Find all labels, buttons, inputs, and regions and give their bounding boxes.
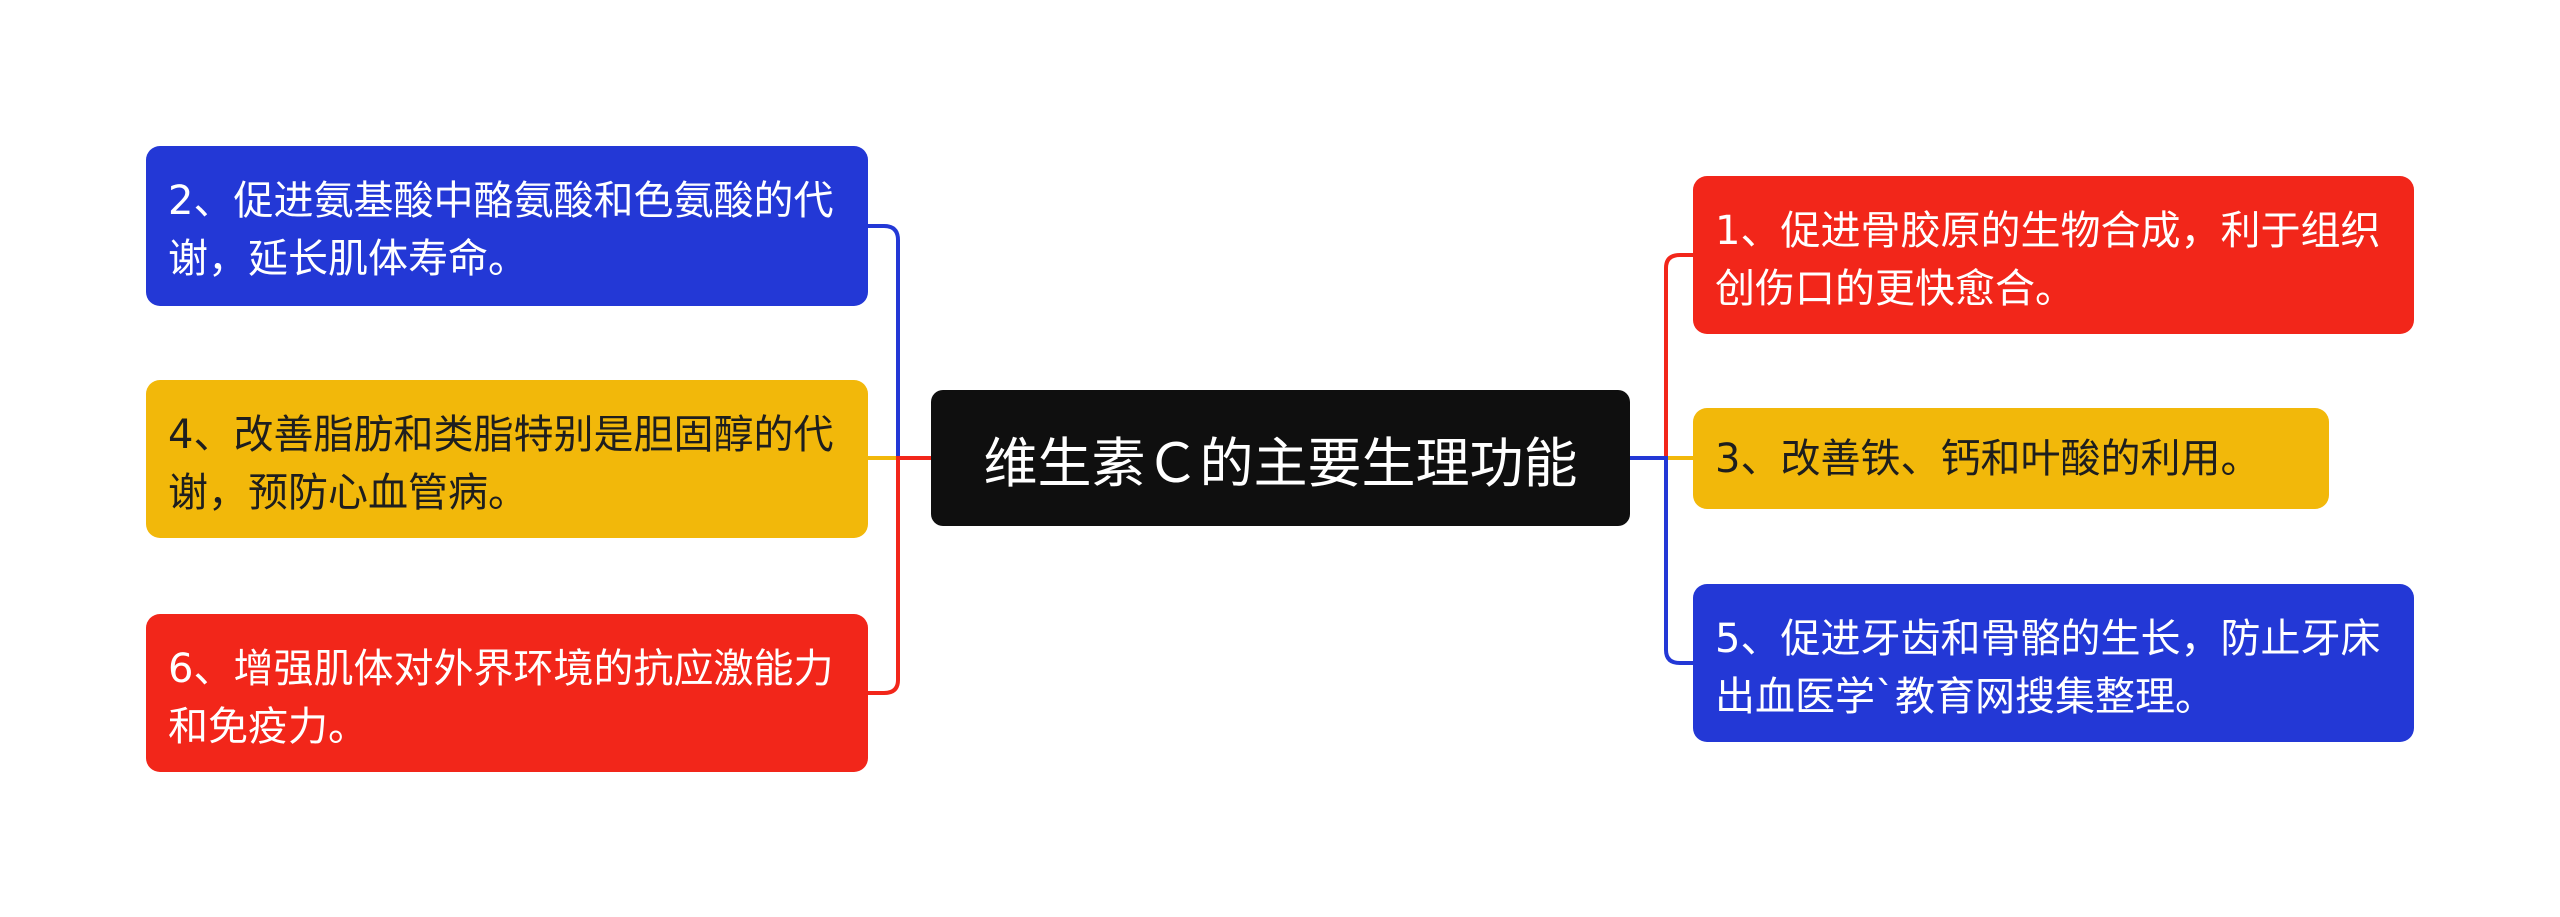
topic-node-6[interactable]: 6、增强肌体对外界环境的抗应激能力和免疫力。 — [146, 614, 868, 772]
topic-node-5[interactable]: 5、促进牙齿和骨骼的生长，防止牙床出血医学`教育网搜集整理。 — [1693, 584, 2414, 742]
connector-n1 — [1630, 253, 1693, 460]
topic-node-2[interactable]: 2、促进氨基酸中酪氨酸和色氨酸的代谢，延长肌体寿命。 — [146, 146, 868, 306]
central-topic[interactable]: 维生素Ｃ的主要生理功能 — [931, 390, 1630, 526]
connector-n5 — [1630, 456, 1693, 665]
topic-node-1[interactable]: 1、促进骨胶原的生物合成，利于组织创伤口的更快愈合。 — [1693, 176, 2414, 334]
topic-node-4[interactable]: 4、改善脂肪和类脂特别是胆固醇的代谢，预防心血管病。 — [146, 380, 868, 538]
connector-n6 — [868, 456, 931, 695]
topic-node-3[interactable]: 3、改善铁、钙和叶酸的利用。 — [1693, 408, 2329, 509]
connector-n2 — [868, 224, 931, 460]
